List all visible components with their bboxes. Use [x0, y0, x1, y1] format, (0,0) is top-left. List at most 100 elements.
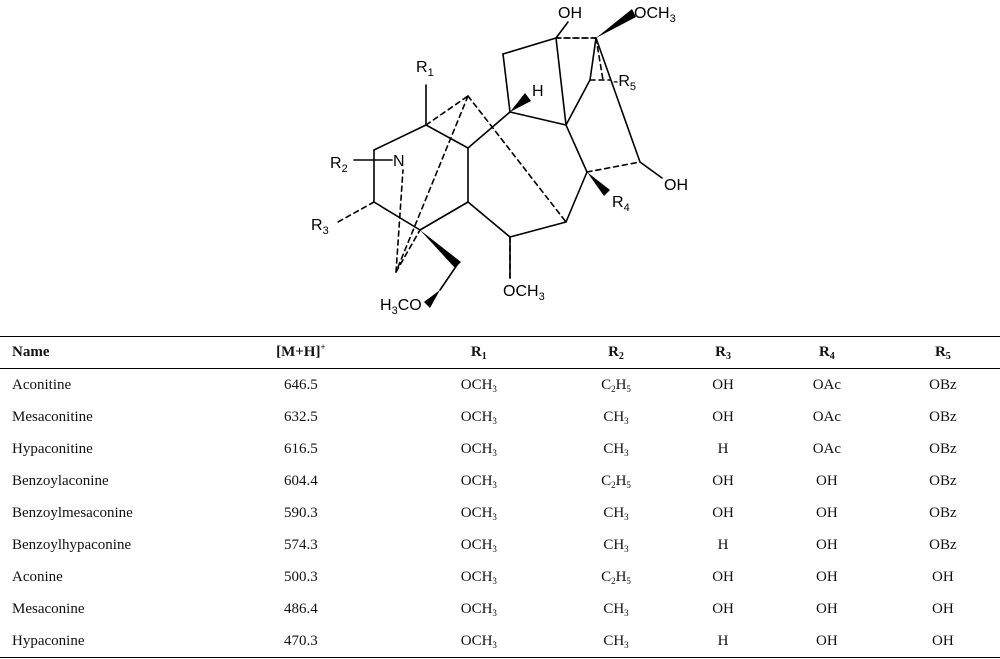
bond — [373, 124, 427, 151]
cell-r3: H — [717, 632, 729, 649]
cell-mh: 500.3 — [283, 568, 318, 585]
cell-r4: OAc — [812, 440, 842, 457]
bond — [467, 111, 511, 149]
dashed-bond — [586, 161, 641, 173]
bond — [565, 124, 588, 173]
cell-r2: CH3 — [603, 504, 629, 522]
dashed-bond — [595, 37, 604, 81]
cell-r1: OCH3 — [460, 504, 497, 522]
cell-r4: OH — [816, 568, 838, 585]
cell-name: Hypaconine — [12, 632, 85, 649]
cell-r4: OAc — [812, 376, 842, 393]
cell-r1: OCH3 — [460, 536, 497, 554]
table-header-row: Name [M+H]+ R1 R2 R3 R4 R5 — [0, 337, 1000, 369]
bond — [502, 37, 557, 55]
table-row: Hypaconine 470.3 OCH3 CH3 H OH OH — [0, 625, 1000, 658]
cell-name: Benzoylaconine — [12, 472, 109, 489]
header-r4: R4 — [818, 344, 835, 362]
cell-r1: OCH3 — [460, 472, 497, 490]
dashed-bond — [337, 201, 375, 223]
dashed-bond — [467, 95, 567, 223]
bond — [419, 201, 469, 231]
cell-r3: OH — [712, 408, 734, 425]
bond — [467, 201, 511, 238]
cell-r1: OCH3 — [460, 568, 497, 586]
cell-r2: CH3 — [603, 600, 629, 618]
cell-r2: CH3 — [603, 408, 629, 426]
table-row: Mesaconine 486.4 OCH3 CH3 OH OH OH — [0, 593, 1000, 625]
bond — [565, 79, 591, 126]
cell-name: Mesaconitine — [12, 408, 93, 425]
cell-r3: OH — [712, 472, 734, 489]
cell-r3: OH — [712, 600, 734, 617]
label-r3: R3 — [311, 217, 329, 237]
cell-r5: OH — [932, 632, 954, 649]
cell-r5: OBz — [929, 376, 957, 393]
cell-r2: C2H5 — [601, 568, 631, 586]
cell-r1: OCH3 — [460, 376, 497, 394]
cell-r5: OBz — [929, 504, 957, 521]
cell-name: Mesaconine — [12, 600, 85, 617]
label-och3-top: OCH3 — [634, 5, 676, 25]
table-row: Aconine 500.3 OCH3 C2H5 OH OH OH — [0, 561, 1000, 593]
table-row: Aconitine 646.5 OCH3 C2H5 OH OAc OBz — [0, 369, 1000, 402]
wedge-bond — [587, 172, 610, 196]
cell-mh: 486.4 — [283, 600, 318, 617]
bond — [425, 124, 469, 149]
cell-r2: CH3 — [603, 536, 629, 554]
cell-r1: OCH3 — [460, 408, 497, 426]
cell-r4: OH — [816, 536, 838, 553]
header-mh: [M+H]+ — [276, 342, 326, 361]
bond — [565, 171, 588, 223]
label-oh-right: OH — [664, 177, 688, 194]
cell-mh: 616.5 — [283, 440, 318, 457]
cell-r3: H — [717, 440, 729, 457]
bond — [502, 53, 511, 113]
label-r4: R4 — [612, 194, 630, 214]
cell-r5: OBz — [929, 472, 957, 489]
table-row: Benzoylaconine 604.4 OCH3 C2H5 OH OH OBz — [0, 465, 1000, 497]
cell-r3: OH — [712, 376, 734, 393]
table-row: Hypaconitine 616.5 OCH3 CH3 H OAc OBz — [0, 433, 1000, 465]
cell-r5: OBz — [929, 408, 957, 425]
cell-mh: 632.5 — [283, 408, 318, 425]
cell-mh: 590.3 — [283, 504, 318, 521]
bond — [589, 37, 597, 81]
cell-r4: OH — [816, 600, 838, 617]
cell-r3: OH — [712, 568, 734, 585]
header-r5: R5 — [934, 344, 951, 362]
table-row: Benzoylmesaconine 590.3 OCH3 CH3 OH OH O… — [0, 497, 1000, 529]
cell-r4: OH — [816, 504, 838, 521]
cell-mh: 604.4 — [283, 472, 318, 489]
chemical-structure: OH OCH3 R1 H -R5 R2 N OH R4 R3 OCH3 H3CO — [311, 5, 688, 317]
bond — [439, 264, 458, 291]
dashed-bond — [395, 169, 404, 273]
cell-r3: H — [717, 536, 729, 553]
header-r1: R1 — [470, 344, 487, 362]
label-r1: R1 — [416, 59, 434, 79]
header-r2: R2 — [608, 344, 624, 362]
header-name: Name — [12, 344, 50, 360]
dashed-bond — [395, 229, 421, 273]
cell-mh: 574.3 — [283, 536, 318, 553]
dashed-bond — [395, 95, 469, 273]
cell-r5: OBz — [929, 440, 957, 457]
bond — [555, 21, 569, 39]
bond — [373, 201, 421, 231]
label-och3-bottom: OCH3 — [503, 283, 545, 303]
cell-r4: OH — [816, 472, 838, 489]
bond — [595, 37, 641, 163]
cell-name: Benzoylmesaconine — [12, 504, 133, 521]
label-oh-top: OH — [558, 5, 582, 22]
cell-r1: OCH3 — [460, 600, 497, 618]
cell-r4: OAc — [812, 408, 842, 425]
cell-r2: C2H5 — [601, 376, 631, 394]
cell-mh: 646.5 — [283, 376, 318, 393]
cell-name: Aconine — [12, 568, 63, 585]
header-r3: R3 — [715, 344, 731, 362]
cell-r4: OH — [816, 632, 838, 649]
bond — [555, 37, 567, 126]
bond — [639, 161, 663, 179]
cell-r2: CH3 — [603, 440, 629, 458]
alkaloid-table: Name [M+H]+ R1 R2 R3 R4 R5 Aconitine 646… — [0, 336, 1000, 658]
